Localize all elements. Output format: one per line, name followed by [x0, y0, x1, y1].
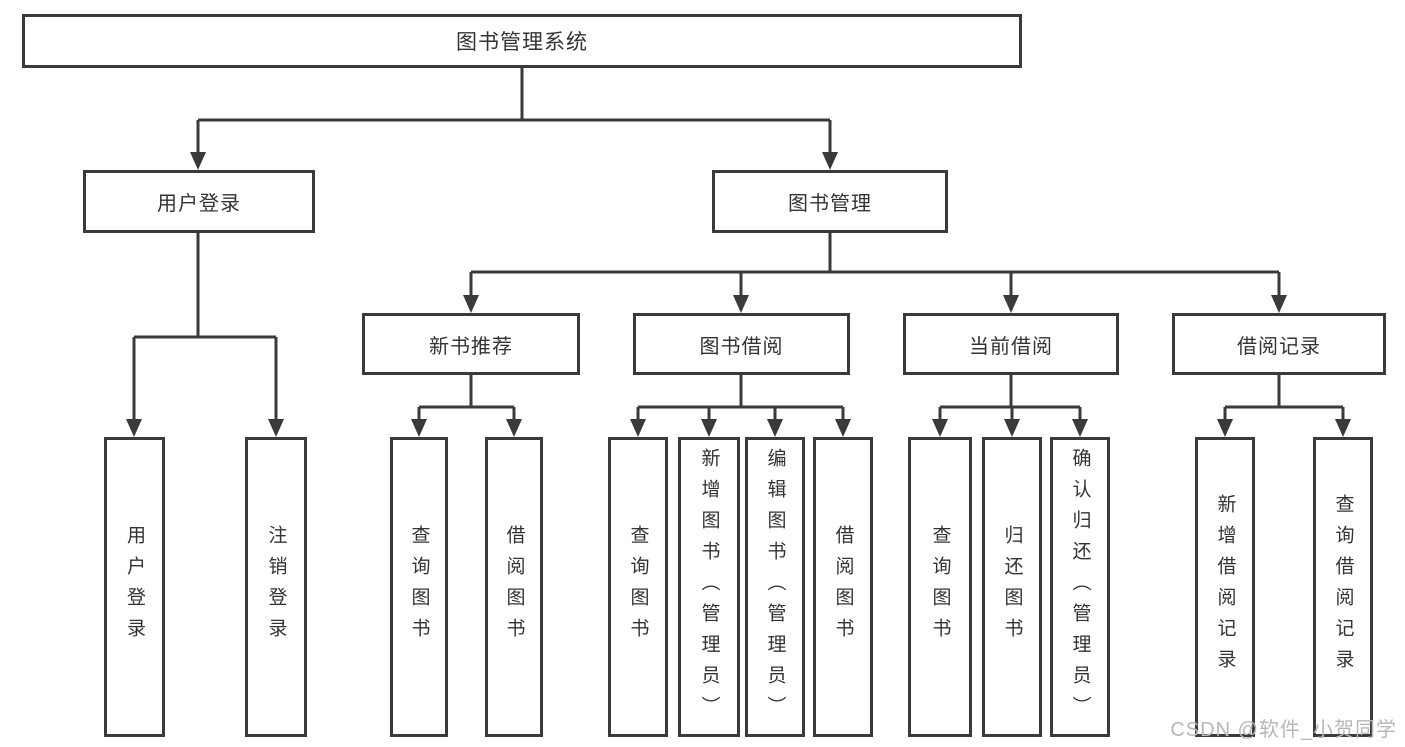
- leaf-query-borrow-record: 查询借阅记录: [1313, 437, 1373, 737]
- leaf-query-books-borrow: 查询图书: [608, 437, 668, 737]
- leaf-return-book: 归还图书: [982, 437, 1042, 737]
- node-book-borrow: 图书借阅: [633, 313, 850, 375]
- leaf-borrow-books: 借阅图书: [813, 437, 873, 737]
- leaf-confirm-return-admin: 确认归还（管理员）: [1050, 437, 1110, 737]
- node-library-system: 图书管理系统: [22, 14, 1022, 68]
- leaf-add-book-admin: 新增图书（管理员）: [678, 437, 740, 737]
- node-book-management: 图书管理: [712, 170, 948, 233]
- leaf-user-login: 用户登录: [104, 437, 165, 737]
- leaf-edit-book-admin: 编辑图书（管理员）: [745, 437, 805, 737]
- leaf-borrow-books-recommend: 借阅图书: [485, 437, 543, 737]
- node-current-borrow: 当前借阅: [903, 313, 1119, 375]
- node-new-book-recommend: 新书推荐: [362, 313, 580, 375]
- node-user-login: 用户登录: [83, 170, 315, 233]
- csdn-watermark: CSDN @软件_小贺同学: [1170, 719, 1397, 741]
- leaf-query-books-current: 查询图书: [908, 437, 972, 737]
- leaf-add-borrow-record: 新增借阅记录: [1195, 437, 1255, 737]
- leaf-logout: 注销登录: [245, 437, 307, 737]
- leaf-query-books-recommend: 查询图书: [390, 437, 448, 737]
- node-borrow-record: 借阅记录: [1172, 313, 1386, 375]
